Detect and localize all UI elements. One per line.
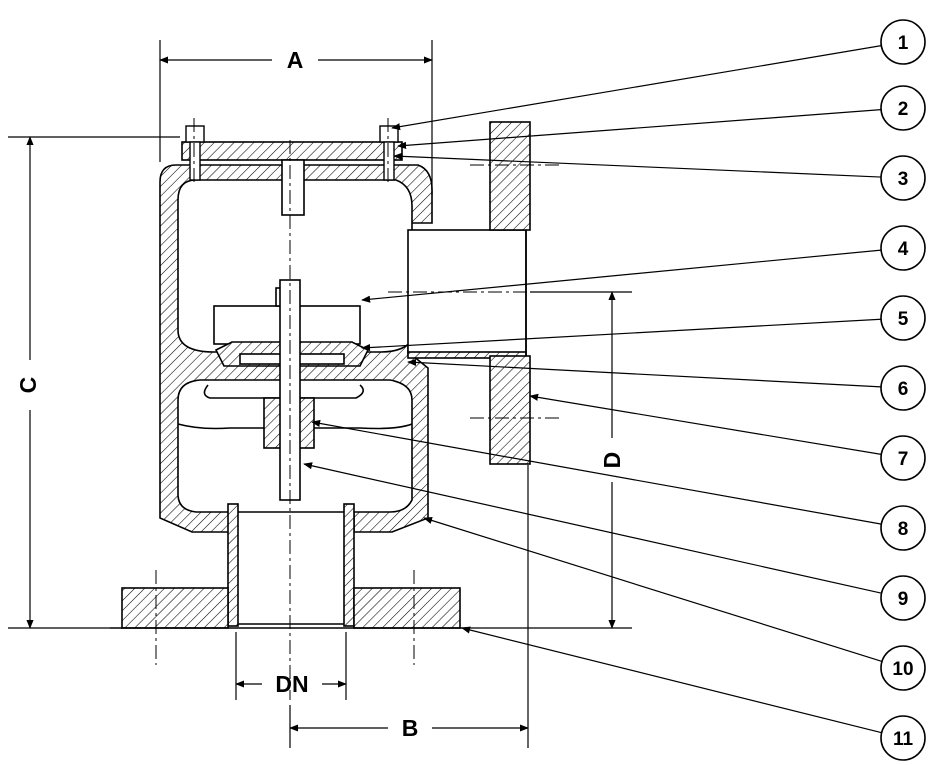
cover-boss <box>281 159 305 216</box>
callout-bubble-4 <box>880 225 926 271</box>
dimension-d-label: D <box>599 452 625 469</box>
callout-bubble-8 <box>880 505 926 551</box>
callout-leader-8 <box>311 419 882 525</box>
callout-number-7: 7 <box>898 449 909 470</box>
callout-number-8: 8 <box>898 519 909 540</box>
callout-number-5: 5 <box>898 309 909 330</box>
callout-number-2: 2 <box>898 99 909 120</box>
callout-leader-7 <box>529 393 882 455</box>
callout-number-3: 3 <box>898 169 909 190</box>
callout-leader-6 <box>407 358 882 388</box>
callout-bubble-9 <box>880 575 926 621</box>
side-flange <box>489 121 531 465</box>
callout-leader-2 <box>397 109 882 149</box>
callout-number-9: 9 <box>898 589 909 610</box>
callout-bubble-11 <box>880 715 926 761</box>
callout-number-6: 6 <box>898 379 909 400</box>
center-lines <box>155 118 560 700</box>
callout-number-11: 11 <box>893 729 914 750</box>
dimension-a-label: A <box>287 47 304 73</box>
callout-bubble-1 <box>880 19 926 65</box>
callout-number-1: 1 <box>898 33 909 54</box>
dimension-lines <box>8 40 632 748</box>
callout-bubble-5 <box>880 295 926 341</box>
callout-leader-4 <box>361 249 882 303</box>
callout-leader-1 <box>391 45 882 131</box>
dimension-dn-label: DN <box>275 671 308 697</box>
callout-leader-3 <box>393 152 882 178</box>
callout-leader-9 <box>303 462 882 594</box>
callout-leader-11 <box>461 626 882 734</box>
dimension-b-label: B <box>402 715 419 741</box>
callout-bubble-2 <box>880 85 926 131</box>
callout-bubble-7 <box>880 435 926 481</box>
bottom-flange <box>110 587 470 629</box>
dimension-labels: A B C D DN <box>15 47 625 741</box>
callout-bubble-3 <box>880 155 926 201</box>
callout-leader-5 <box>361 318 882 352</box>
cover-plate <box>181 141 403 161</box>
callout-bubble-6 <box>880 365 926 411</box>
callout-leaders <box>303 45 883 734</box>
callout-leader-10 <box>423 516 883 662</box>
callout-number-4: 4 <box>898 239 909 260</box>
callout-number-10: 10 <box>892 659 913 680</box>
stem-assembly <box>263 279 315 501</box>
callout-bubbles: 1 2 3 4 5 6 7 8 9 10 11 <box>880 19 926 761</box>
callout-bubble-10 <box>880 645 926 691</box>
inlet-pipe <box>227 503 355 627</box>
dimension-c-label: C <box>15 377 41 394</box>
